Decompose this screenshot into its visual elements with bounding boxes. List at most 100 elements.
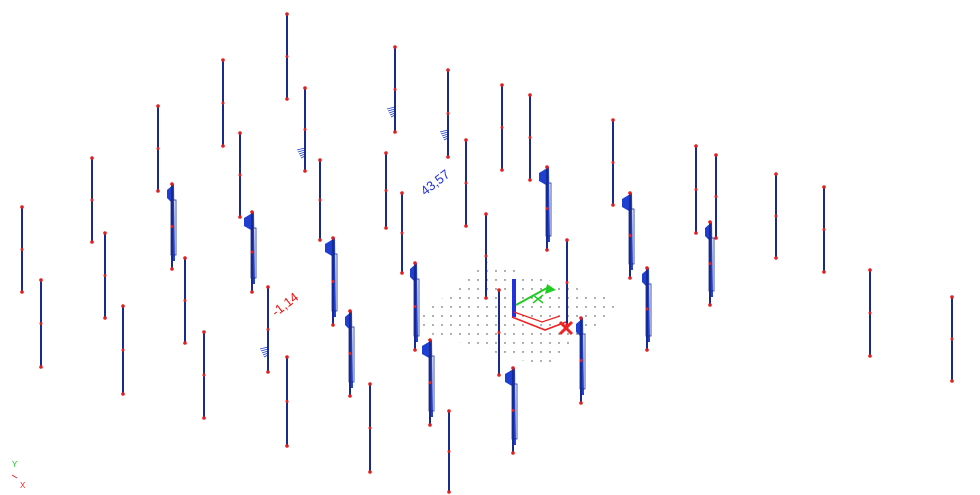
node-mid[interactable]	[400, 231, 404, 235]
column-member[interactable]	[221, 58, 225, 148]
node-bottom[interactable]	[393, 130, 397, 134]
node-top[interactable]	[221, 58, 225, 62]
node-top[interactable]	[285, 355, 289, 359]
column-member[interactable]	[368, 382, 372, 474]
node-top[interactable]	[170, 182, 174, 186]
node-top[interactable]	[318, 158, 322, 162]
node-top[interactable]	[393, 45, 397, 49]
node-top[interactable]	[694, 144, 698, 148]
column-member[interactable]	[497, 288, 501, 377]
node-bottom[interactable]	[156, 189, 160, 193]
node-mid[interactable]	[221, 101, 225, 105]
node-top[interactable]	[484, 212, 488, 216]
column-member[interactable]	[238, 131, 242, 219]
column-member[interactable]	[447, 409, 451, 494]
column-member[interactable]	[950, 295, 954, 383]
node-mid[interactable]	[645, 307, 649, 311]
node-bottom[interactable]	[368, 470, 372, 474]
node-mid[interactable]	[446, 112, 450, 115]
node-mid[interactable]	[121, 348, 125, 352]
node-top[interactable]	[285, 12, 289, 16]
node-bottom[interactable]	[221, 144, 225, 148]
column-member[interactable]	[868, 268, 872, 358]
column-member[interactable]	[20, 205, 24, 294]
node-mid[interactable]	[348, 352, 352, 355]
node-mid[interactable]	[331, 280, 335, 283]
node-top[interactable]	[774, 172, 778, 176]
column-member[interactable]	[505, 366, 518, 455]
column-member[interactable]	[500, 83, 504, 172]
node-bottom[interactable]	[774, 256, 778, 260]
column-member[interactable]	[386, 45, 397, 134]
node-mid[interactable]	[238, 173, 242, 177]
node-top[interactable]	[20, 205, 24, 209]
node-mid[interactable]	[447, 450, 451, 453]
node-mid[interactable]	[500, 126, 504, 129]
node-bottom[interactable]	[170, 267, 174, 271]
column-member[interactable]	[622, 191, 635, 280]
node-mid[interactable]	[103, 274, 107, 277]
node-mid[interactable]	[266, 328, 270, 331]
column-member[interactable]	[90, 156, 94, 244]
node-mid[interactable]	[90, 198, 94, 202]
column-member[interactable]	[121, 304, 125, 396]
node-top[interactable]	[266, 285, 270, 289]
column-member[interactable]	[244, 210, 257, 294]
node-top[interactable]	[250, 210, 254, 214]
node-mid[interactable]	[368, 426, 372, 430]
node-mid[interactable]	[868, 311, 872, 315]
node-bottom[interactable]	[545, 248, 549, 252]
node-mid[interactable]	[250, 250, 254, 254]
node-mid[interactable]	[202, 373, 206, 377]
node-top[interactable]	[611, 118, 615, 122]
node-mid[interactable]	[413, 305, 417, 308]
node-bottom[interactable]	[20, 290, 24, 294]
node-bottom[interactable]	[331, 323, 335, 327]
node-bottom[interactable]	[708, 303, 712, 307]
node-top[interactable]	[384, 151, 388, 155]
column-member[interactable]	[439, 68, 450, 159]
node-top[interactable]	[528, 93, 532, 97]
node-top[interactable]	[628, 191, 632, 195]
node-bottom[interactable]	[950, 379, 954, 383]
node-top[interactable]	[121, 304, 125, 308]
node-bottom[interactable]	[183, 341, 187, 345]
node-mid[interactable]	[183, 299, 187, 302]
node-mid[interactable]	[579, 359, 583, 362]
node-mid[interactable]	[950, 337, 954, 341]
node-bottom[interactable]	[579, 401, 583, 405]
node-mid[interactable]	[528, 136, 532, 139]
node-top[interactable]	[565, 238, 569, 242]
node-mid[interactable]	[822, 228, 826, 231]
column-member[interactable]	[384, 151, 388, 230]
node-bottom[interactable]	[447, 490, 451, 494]
column-member[interactable]	[774, 172, 778, 260]
column-member[interactable]	[167, 182, 177, 271]
node-mid[interactable]	[303, 128, 307, 131]
node-mid[interactable]	[565, 281, 569, 284]
node-top[interactable]	[950, 295, 954, 299]
node-bottom[interactable]	[303, 169, 307, 173]
column-member[interactable]	[202, 330, 206, 420]
node-top[interactable]	[183, 256, 187, 260]
node-top[interactable]	[645, 266, 649, 270]
node-bottom[interactable]	[868, 354, 872, 358]
node-bottom[interactable]	[90, 240, 94, 244]
column-member[interactable]	[296, 86, 307, 173]
column-member[interactable]	[822, 185, 826, 274]
column-member[interactable]	[410, 261, 420, 352]
node-top[interactable]	[868, 268, 872, 272]
node-mid[interactable]	[156, 147, 160, 150]
node-top[interactable]	[446, 68, 450, 72]
node-bottom[interactable]	[645, 348, 649, 352]
node-top[interactable]	[303, 86, 307, 90]
node-bottom[interactable]	[413, 348, 417, 352]
node-mid[interactable]	[511, 409, 515, 412]
node-bottom[interactable]	[103, 316, 107, 320]
node-top[interactable]	[348, 309, 352, 313]
column-member[interactable]	[156, 104, 160, 193]
node-bottom[interactable]	[611, 203, 615, 207]
node-bottom[interactable]	[484, 296, 488, 300]
column-member[interactable]	[611, 118, 615, 207]
node-bottom[interactable]	[628, 276, 632, 280]
